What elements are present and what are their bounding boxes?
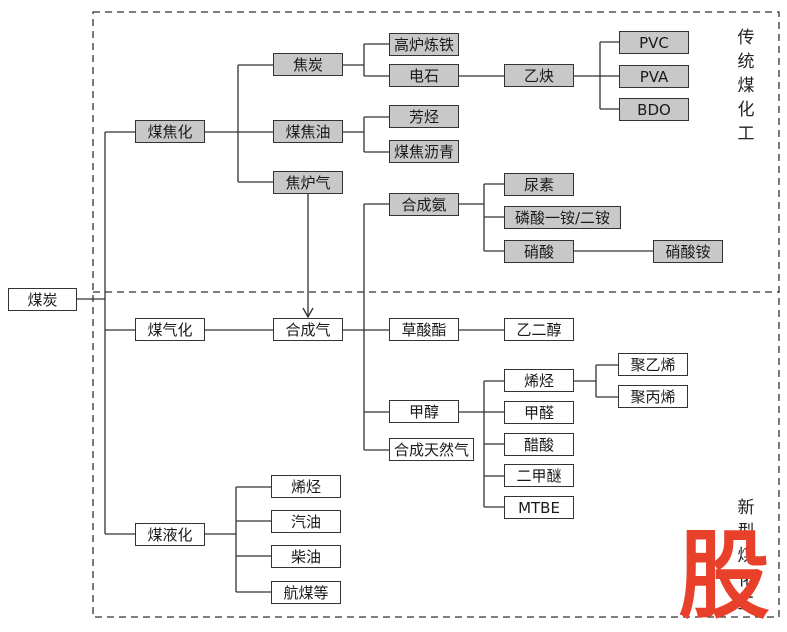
region-label-char: 型 (737, 522, 755, 542)
region-label-char: 煤 (737, 76, 755, 96)
node-acetic-acid: 醋酸 (504, 433, 574, 456)
node-oxalate: 草酸酯 (389, 318, 459, 341)
node-diesel: 柴油 (271, 545, 341, 568)
node-pva: PVA (619, 65, 689, 88)
node-coal-tar: 煤焦油 (273, 120, 343, 143)
node-coke-oven-gas: 焦炉气 (273, 171, 343, 194)
node-coking: 煤焦化 (135, 120, 205, 143)
node-map-dap: 磷酸一铵/二铵 (504, 206, 621, 229)
region-label-new-type: 新型煤化工 (735, 496, 757, 616)
node-urea: 尿素 (504, 173, 574, 196)
region-label-char: 传 (737, 28, 755, 48)
node-ammonia: 合成氨 (389, 193, 459, 216)
node-aromatics: 芳烃 (389, 105, 459, 128)
node-nitric-acid: 硝酸 (504, 240, 574, 263)
region-label-char: 工 (737, 124, 755, 144)
region-label-char: 新 (737, 498, 755, 518)
node-gasoline: 汽油 (271, 510, 341, 533)
node-sng: 合成天然气 (389, 438, 474, 461)
region-label-char: 化 (737, 570, 755, 590)
node-blast-furnace: 高炉炼铁 (389, 33, 459, 56)
region-label-char: 工 (737, 594, 755, 614)
node-olefins-liquefaction: 烯烃 (271, 475, 341, 498)
node-syngas: 合成气 (273, 318, 343, 341)
node-calcium-carbide: 电石 (389, 64, 459, 87)
node-jet-fuel: 航煤等 (271, 581, 341, 604)
region-label-char: 煤 (737, 546, 755, 566)
node-bdo: BDO (619, 98, 689, 121)
node-polyethylene: 聚乙烯 (618, 353, 688, 376)
node-coke: 焦炭 (273, 53, 343, 76)
node-gasification: 煤气化 (135, 318, 205, 341)
node-dme: 二甲醚 (504, 464, 574, 487)
region-label-traditional: 传统煤化工 (735, 26, 757, 146)
region-label-char: 化 (737, 100, 755, 120)
region-label-char: 统 (737, 52, 755, 72)
node-olefins-methanol: 烯烃 (504, 369, 574, 392)
node-acetylene: 乙炔 (504, 64, 574, 87)
arrow-head (302, 307, 314, 319)
node-ethylene-glycol: 乙二醇 (504, 318, 574, 341)
node-coal: 煤炭 (8, 288, 77, 311)
watermark-logo: 股 (678, 520, 770, 632)
node-liquefaction: 煤液化 (135, 523, 205, 546)
node-formaldehyde: 甲醛 (504, 401, 574, 424)
node-pvc: PVC (619, 31, 689, 54)
node-ammonium-nitrate: 硝酸铵 (653, 240, 723, 263)
node-polypropylene: 聚丙烯 (618, 385, 688, 408)
node-mtbe: MTBE (504, 496, 574, 519)
node-coal-tar-pitch: 煤焦沥青 (389, 140, 459, 163)
outer-dashed-frame (92, 11, 780, 618)
node-methanol: 甲醇 (389, 400, 459, 423)
